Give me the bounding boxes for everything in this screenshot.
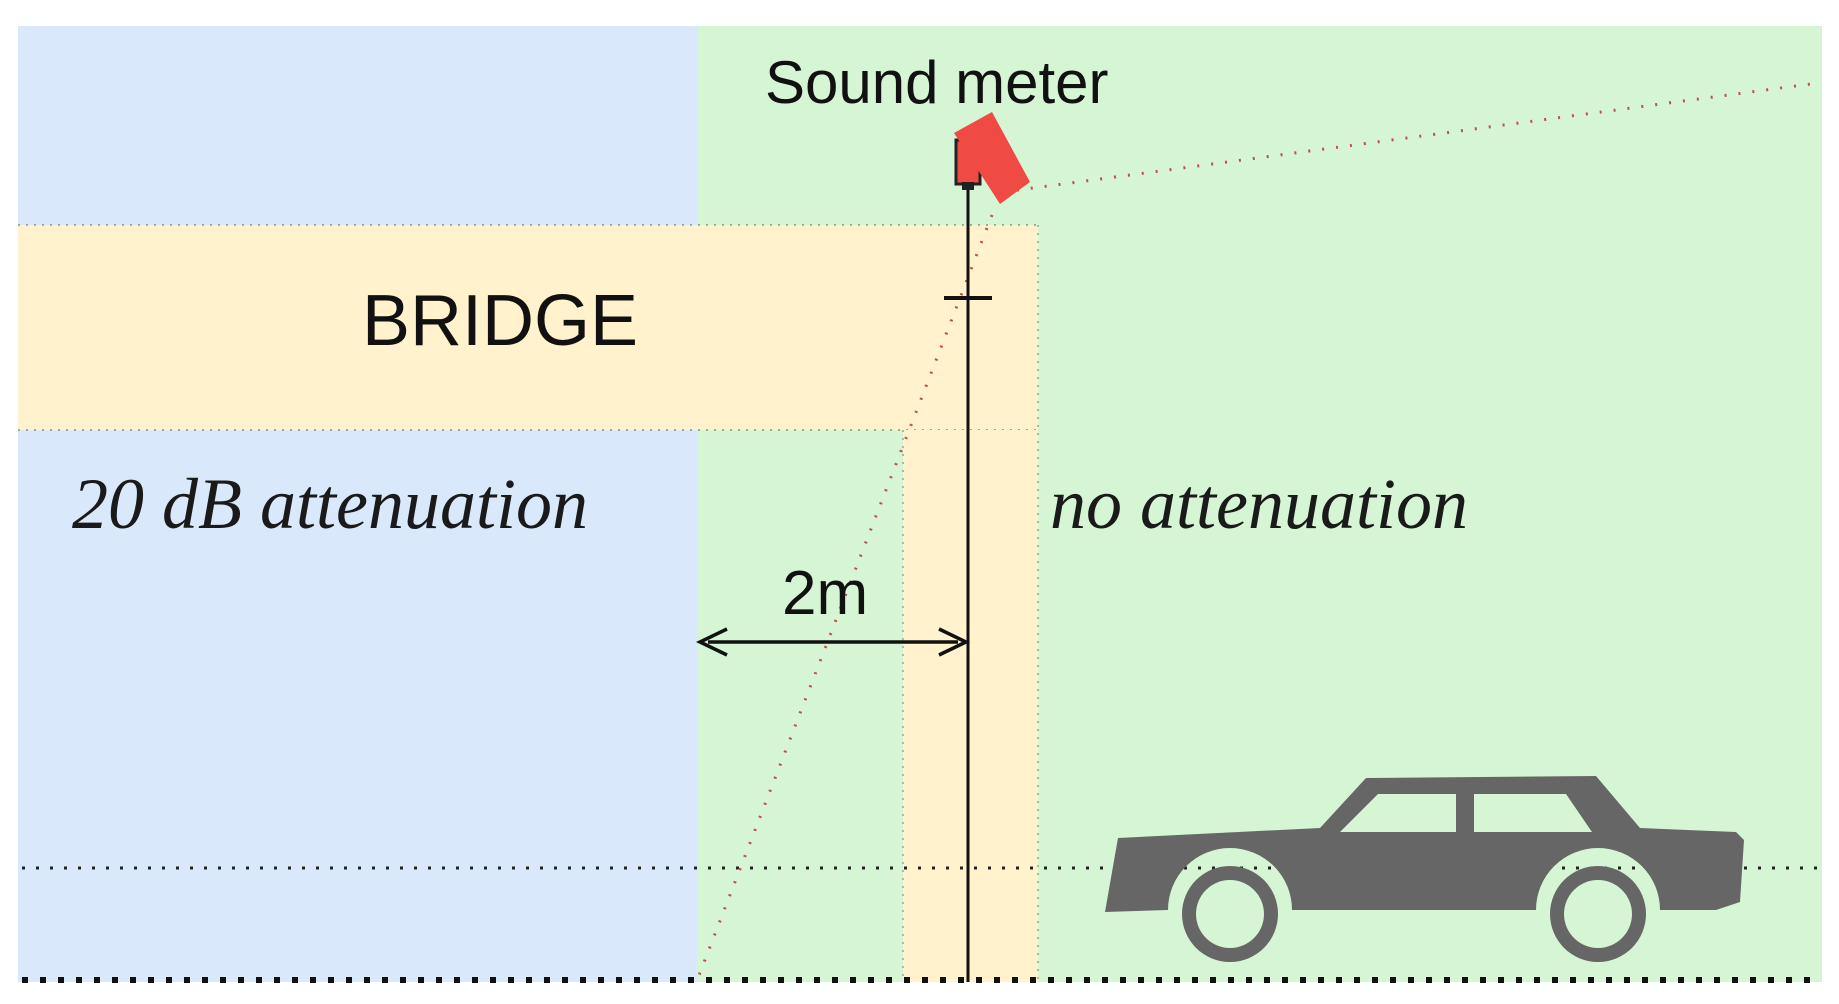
attenuated-zone-label: 20 dB attenuation <box>72 464 588 544</box>
sound-meter-icon <box>954 112 1030 204</box>
bridge-deck <box>18 225 1038 430</box>
distance-arrow <box>695 627 971 657</box>
sound-meter-label: Sound meter <box>765 49 1109 116</box>
attenuated-zone <box>18 26 698 982</box>
distance-label: 2m <box>782 559 868 628</box>
unattenuated-zone-label: no attenuation <box>1050 464 1468 544</box>
car-icon <box>1105 776 1744 962</box>
bridge-pillar <box>903 430 1038 982</box>
bridge-label: BRIDGE <box>362 281 638 361</box>
